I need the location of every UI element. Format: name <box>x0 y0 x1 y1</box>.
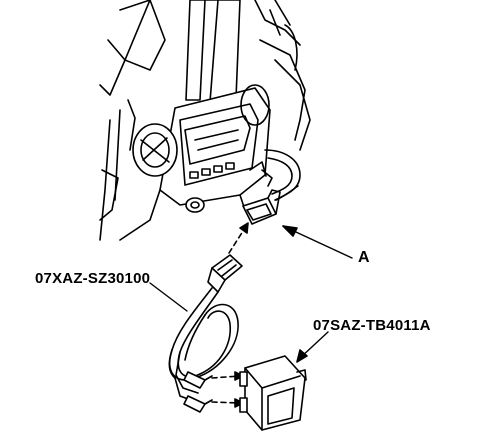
cable-plug <box>207 254 243 293</box>
box-label-arrow <box>296 331 329 363</box>
box-part-number-label: 07SAZ-TB4011A <box>313 317 431 334</box>
dashboard-connector <box>242 185 299 225</box>
cable-label-leader <box>149 282 188 312</box>
callout-a-label: A <box>358 249 370 266</box>
insertion-arrow <box>228 222 249 254</box>
pigtail-connectors <box>183 371 244 413</box>
test-box <box>239 355 307 431</box>
cable-part-number-label: 07XAZ-SZ30100 <box>35 270 151 287</box>
dashboard-assembly <box>99 0 311 241</box>
callout-a-arrow <box>282 225 353 259</box>
